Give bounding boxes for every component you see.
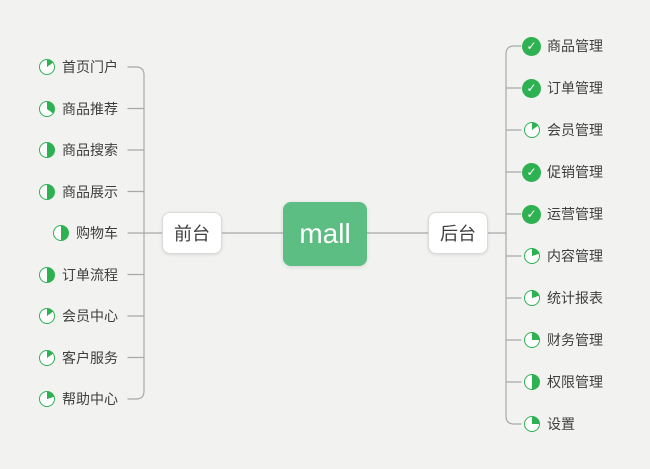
- check-icon: ✓: [522, 36, 541, 56]
- node-front-item-5[interactable]: 订单流程: [37, 265, 118, 285]
- progress-pie-icon: [522, 415, 541, 434]
- node-back-item-0[interactable]: ✓ 商品管理: [522, 36, 603, 56]
- pie-fill: [38, 100, 55, 117]
- right-stubs: [505, 87, 522, 383]
- item-label: 商品展示: [62, 183, 118, 200]
- check-icon: ✓: [522, 204, 541, 224]
- node-back-item-2[interactable]: 会员管理: [522, 120, 603, 140]
- pie-fill: [523, 374, 540, 390]
- left-bottom-corner: [127, 390, 145, 400]
- check-icon: ✓: [522, 162, 541, 182]
- progress-pie-icon: [37, 141, 56, 160]
- node-back-item-6[interactable]: 统计报表: [522, 288, 603, 308]
- item-label: 促销管理: [547, 164, 603, 180]
- item-label: 订单管理: [547, 80, 603, 96]
- node-back-item-3[interactable]: ✓ 促销管理: [522, 162, 603, 182]
- node-front-item-1[interactable]: 商品推荐: [37, 99, 118, 119]
- pie-fill: [523, 416, 540, 432]
- check-glyph: ✓: [522, 162, 541, 182]
- progress-pie-icon: [37, 348, 56, 367]
- left-stubs: [127, 107, 145, 359]
- check-icon: ✓: [522, 78, 541, 98]
- progress-pie-icon: [51, 224, 70, 243]
- pie-fill: [38, 349, 55, 366]
- progress-pie-icon: [37, 99, 56, 118]
- node-front-item-2[interactable]: 商品搜索: [37, 140, 118, 160]
- node-front-item-3[interactable]: 商品展示: [37, 182, 118, 202]
- node-back-item-7[interactable]: 财务管理: [522, 330, 603, 350]
- node-root-mall[interactable]: mall: [283, 202, 367, 266]
- left-top-corner: [127, 66, 145, 76]
- node-back-item-9[interactable]: 设置: [522, 414, 575, 434]
- item-label: 帮助中心: [62, 391, 118, 407]
- node-front-item-6[interactable]: 会员中心: [37, 306, 118, 326]
- check-glyph: ✓: [522, 78, 541, 98]
- progress-pie-icon: [522, 331, 541, 350]
- node-back-item-1[interactable]: ✓ 订单管理: [522, 78, 603, 98]
- item-label: 财务管理: [547, 332, 603, 348]
- pie-fill: [52, 225, 69, 241]
- progress-pie-icon: [522, 373, 541, 392]
- item-label: 客户服务: [62, 349, 118, 366]
- progress-pie-icon: [37, 58, 56, 77]
- pie-fill: [523, 248, 540, 264]
- right-top-corner: [505, 45, 522, 55]
- pie-fill: [523, 332, 540, 348]
- item-label: 权限管理: [547, 374, 603, 390]
- item-label: 统计报表: [547, 290, 603, 306]
- item-label: 商品推荐: [62, 100, 118, 117]
- item-label: 内容管理: [547, 248, 603, 264]
- item-label: 购物车: [76, 225, 118, 241]
- node-back-item-4[interactable]: ✓ 运营管理: [522, 204, 603, 224]
- node-front-item-4[interactable]: 购物车: [51, 223, 118, 243]
- progress-pie-icon: [522, 121, 541, 140]
- progress-pie-icon: [37, 307, 56, 326]
- progress-pie-icon: [522, 289, 541, 308]
- item-label: 首页门户: [62, 59, 118, 75]
- check-glyph: ✓: [522, 204, 541, 224]
- progress-pie-icon: [522, 247, 541, 266]
- item-label: 运营管理: [547, 206, 603, 222]
- item-label: 订单流程: [62, 266, 118, 283]
- node-back[interactable]: 后台: [428, 212, 488, 254]
- pie-fill: [38, 142, 55, 158]
- right-bottom-corner: [505, 415, 522, 425]
- node-back-item-8[interactable]: 权限管理: [522, 372, 603, 392]
- progress-pie-icon: [37, 265, 56, 284]
- item-label: 设置: [547, 416, 575, 432]
- node-front-item-7[interactable]: 客户服务: [37, 348, 118, 368]
- pie-fill: [38, 183, 55, 200]
- node-front-item-8[interactable]: 帮助中心: [37, 389, 118, 409]
- check-glyph: ✓: [522, 36, 541, 56]
- progress-pie-icon: [37, 182, 56, 201]
- item-label: 会员中心: [62, 308, 118, 324]
- item-label: 商品搜索: [62, 142, 118, 158]
- pie-fill: [38, 308, 55, 324]
- progress-pie-icon: [37, 390, 56, 409]
- pie-fill: [38, 266, 55, 283]
- pie-fill: [523, 290, 540, 306]
- pie-fill: [38, 59, 55, 75]
- node-back-item-5[interactable]: 内容管理: [522, 246, 603, 266]
- item-label: 会员管理: [547, 122, 603, 138]
- pie-fill: [38, 391, 55, 407]
- node-front-item-0[interactable]: 首页门户: [37, 57, 118, 77]
- pie-fill: [523, 122, 540, 138]
- node-front[interactable]: 前台: [162, 212, 222, 254]
- item-label: 商品管理: [547, 38, 603, 54]
